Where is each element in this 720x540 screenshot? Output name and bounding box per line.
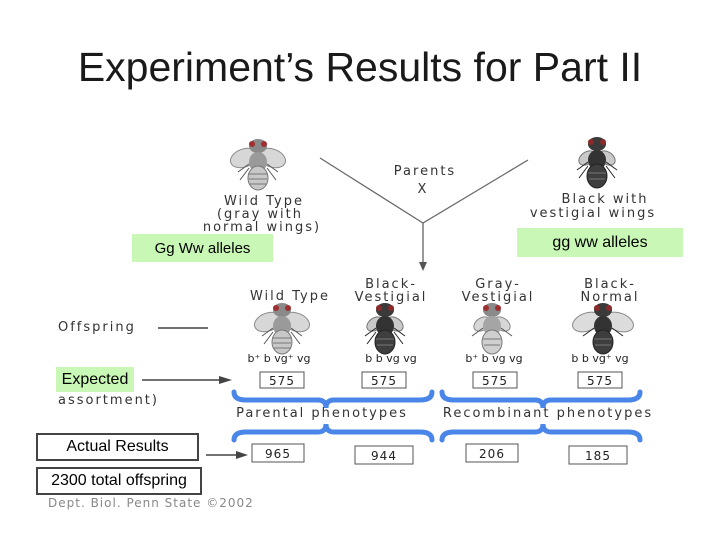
expected-label: Expected [56,367,134,392]
black-vestigial-offspring-fly-icon [363,302,407,355]
expected-arrow-icon [219,376,232,384]
cross-symbol: X [418,182,429,197]
phenotype-label-gray-vestigial-line1: Gray- [475,277,521,292]
recombinant-bracket-lower [439,423,643,443]
parental-bracket-upper [231,389,435,409]
black-normal-offspring-fly-icon [569,302,637,355]
expected-count-black-vestigial: 575 [371,374,397,388]
parental-bracket-lower [231,423,435,443]
actual-count-wild-type: 965 [265,447,291,461]
phenotype-label-black-vestigial-line2: Vestigial [355,290,428,305]
black-vestigial-parent-label-line1: Black with [562,192,649,207]
total-offspring-label: 2300 total offspring [36,467,202,495]
actual-count-black-vestigial: 944 [371,449,397,463]
parental-phenotypes-label: Parental phenotypes [236,406,408,421]
genotype-black-normal: b b vg⁺ vg [571,352,628,365]
genotype-wild-type: b⁺ b vg⁺ vg [247,352,310,365]
expected-count-gray-vestigial: 575 [482,374,508,388]
phenotype-label-wild-type: Wild Type [250,289,330,304]
actual-count-black-normal: 185 [585,449,611,463]
right-alleles-label: gg ww alleles [517,228,683,257]
phenotype-label-gray-vestigial-line2: Vestigial [462,290,535,305]
wild-type-offspring-fly-icon [251,302,313,355]
phenotype-label-black-vestigial-line1: Black- [365,277,417,292]
actual-results-label: Actual Results [36,433,199,461]
actual-count-gray-vestigial: 206 [479,447,505,461]
parents-label: Parents [394,164,456,179]
genotype-black-vestigial: b b vg vg [365,352,416,365]
actual-results-arrow-icon [236,451,248,459]
recombinant-phenotypes-label: Recombinant phenotypes [443,406,653,421]
wild-type-parent-label-line2: (gray with [217,207,303,222]
slide-title: Experiment’s Results for Part II [77,44,643,90]
phenotype-label-black-normal-line1: Black- [584,277,636,292]
expected-count-wild-type: 575 [269,374,295,388]
gray-vestigial-offspring-fly-icon [470,302,514,355]
genotype-gray-vestigial: b⁺ b vg vg [465,352,522,365]
offspring-label: Offspring [58,320,136,335]
left-alleles-label: Gg Ww alleles [132,234,273,262]
black-vestigial-parent-label-line2: vestigial wings [530,206,656,221]
assortment-label: assortment) [58,393,159,408]
wild-type-parent-label-line3: normal wings) [203,220,321,235]
cross-down-arrow-icon [419,262,427,271]
expected-count-black-normal: 575 [587,374,613,388]
recombinant-bracket-upper [439,389,643,409]
wild-type-parent-fly-icon [227,138,289,191]
wild-type-parent-label-line1: Wild Type [224,194,304,209]
phenotype-label-black-normal-line2: Normal [580,290,639,305]
figure-credit: Dept. Biol. Penn State ©2002 [48,496,254,510]
black-vestigial-parent-fly-icon [575,136,619,189]
